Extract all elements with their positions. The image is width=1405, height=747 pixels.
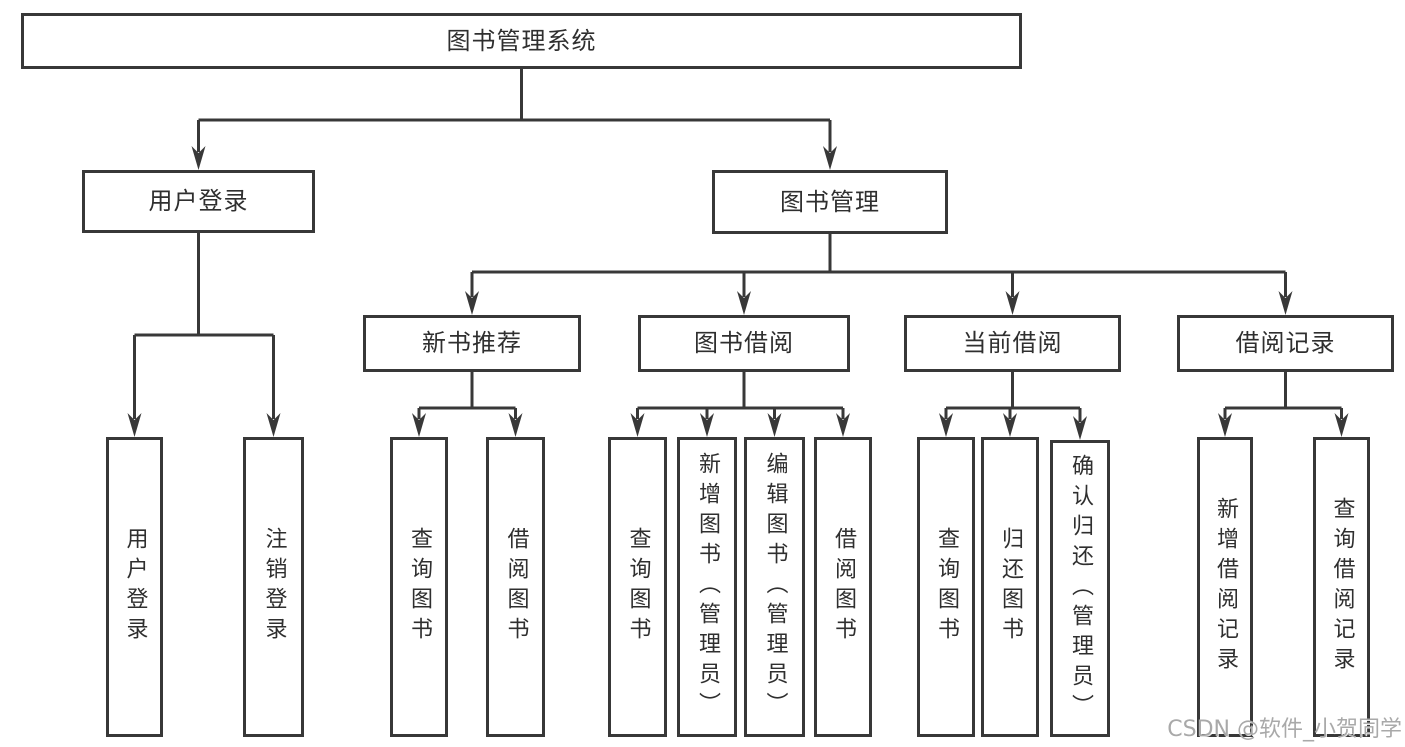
node-label: 新增借阅记录	[1213, 497, 1238, 677]
node-borrowing-records: 借阅记录	[1177, 315, 1394, 372]
connector-new-book-group	[417, 372, 517, 419]
node-label: 图书管理	[780, 187, 880, 216]
node-label: 查询图书	[625, 527, 651, 647]
node-label: 注销登录	[261, 527, 287, 647]
connector-borrow-records-group	[1223, 372, 1343, 419]
node-query-borrow-record: 查询借阅记录	[1313, 437, 1370, 737]
node-book-management: 图书管理	[712, 170, 948, 234]
node-query-books-recommend: 查询图书	[390, 437, 448, 737]
node-query-books-borrowing: 查询图书	[608, 437, 667, 737]
connector-user-login-group	[133, 233, 275, 419]
connector-root-to-level2	[197, 69, 832, 152]
node-book-borrowing: 图书借阅	[638, 315, 850, 372]
node-label: 查询借阅记录	[1329, 497, 1355, 677]
node-borrow-books: 借阅图书	[814, 437, 872, 737]
node-label: 借阅图书	[831, 527, 856, 647]
node-label: 新增图书（管理员）	[695, 452, 720, 722]
connector-book-mgmt-group	[470, 234, 1287, 297]
node-borrow-books-recommend: 借阅图书	[486, 437, 545, 737]
node-label: 当前借阅	[962, 329, 1063, 358]
node-label: 确认归还（管理员）	[1068, 453, 1093, 724]
node-label: 编辑图书（管理员）	[762, 452, 788, 722]
node-user-login: 用户登录	[106, 437, 163, 737]
node-label: 借阅图书	[503, 527, 529, 647]
arrowhead-icons	[127, 146, 1349, 440]
node-label: 借阅记录	[1235, 329, 1336, 358]
connector-current-borrow-group	[944, 372, 1082, 422]
connector-book-borrow-group	[636, 372, 845, 419]
node-label: 图书管理系统	[446, 26, 597, 55]
node-add-borrow-record: 新增借阅记录	[1197, 437, 1253, 737]
node-label: 归还图书	[998, 527, 1023, 647]
node-return-books: 归还图书	[981, 437, 1039, 737]
csdn-watermark: CSDN @软件_小贺同学	[1167, 717, 1402, 742]
node-current-borrowing: 当前借阅	[904, 315, 1121, 372]
node-logout: 注销登录	[243, 437, 304, 737]
node-label: 查询图书	[407, 527, 432, 647]
node-label: 用户登录	[122, 527, 148, 647]
node-label: 新书推荐	[422, 329, 522, 358]
node-query-books-current: 查询图书	[917, 437, 975, 737]
node-label: 图书借阅	[694, 329, 794, 358]
node-add-books-admin: 新增图书（管理员）	[677, 437, 737, 737]
node-new-book-recommendation: 新书推荐	[363, 315, 581, 372]
node-confirm-return-admin: 确认归还（管理员）	[1050, 440, 1110, 737]
node-library-system: 图书管理系统	[21, 13, 1022, 69]
node-label: 查询图书	[934, 527, 959, 647]
node-user-login-group: 用户登录	[82, 170, 315, 233]
node-label: 用户登录	[148, 187, 249, 216]
node-edit-books-admin: 编辑图书（管理员）	[744, 437, 805, 737]
